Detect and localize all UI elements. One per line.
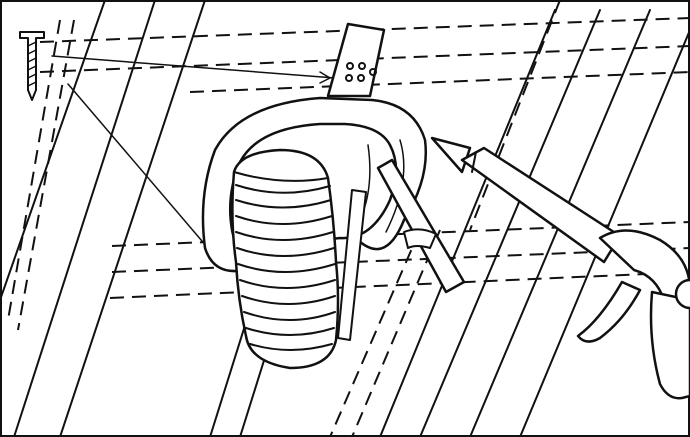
caulk-gun-icon: [430, 136, 690, 400]
flex-duct-icon: [231, 148, 340, 370]
caulk-bead: [376, 158, 466, 294]
strap-icon: [337, 189, 367, 341]
hidden-lines: [7, 0, 690, 437]
screw-icon: [19, 31, 45, 101]
leader-lines: [51, 55, 336, 269]
